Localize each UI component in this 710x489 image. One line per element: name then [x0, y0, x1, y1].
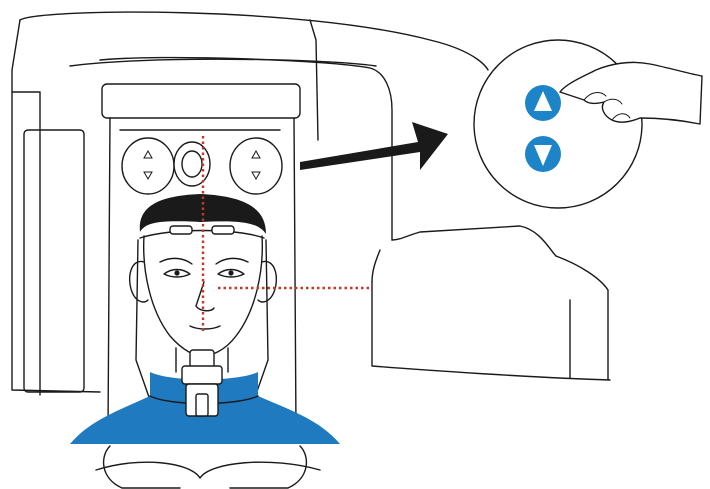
down-arrow-button[interactable] [525, 136, 561, 172]
callout-arrow-icon [300, 122, 448, 170]
laser-guide-lines [203, 136, 370, 334]
unit-base [96, 446, 320, 488]
up-arrow-button[interactable] [525, 85, 561, 121]
chin-rest [182, 350, 222, 416]
